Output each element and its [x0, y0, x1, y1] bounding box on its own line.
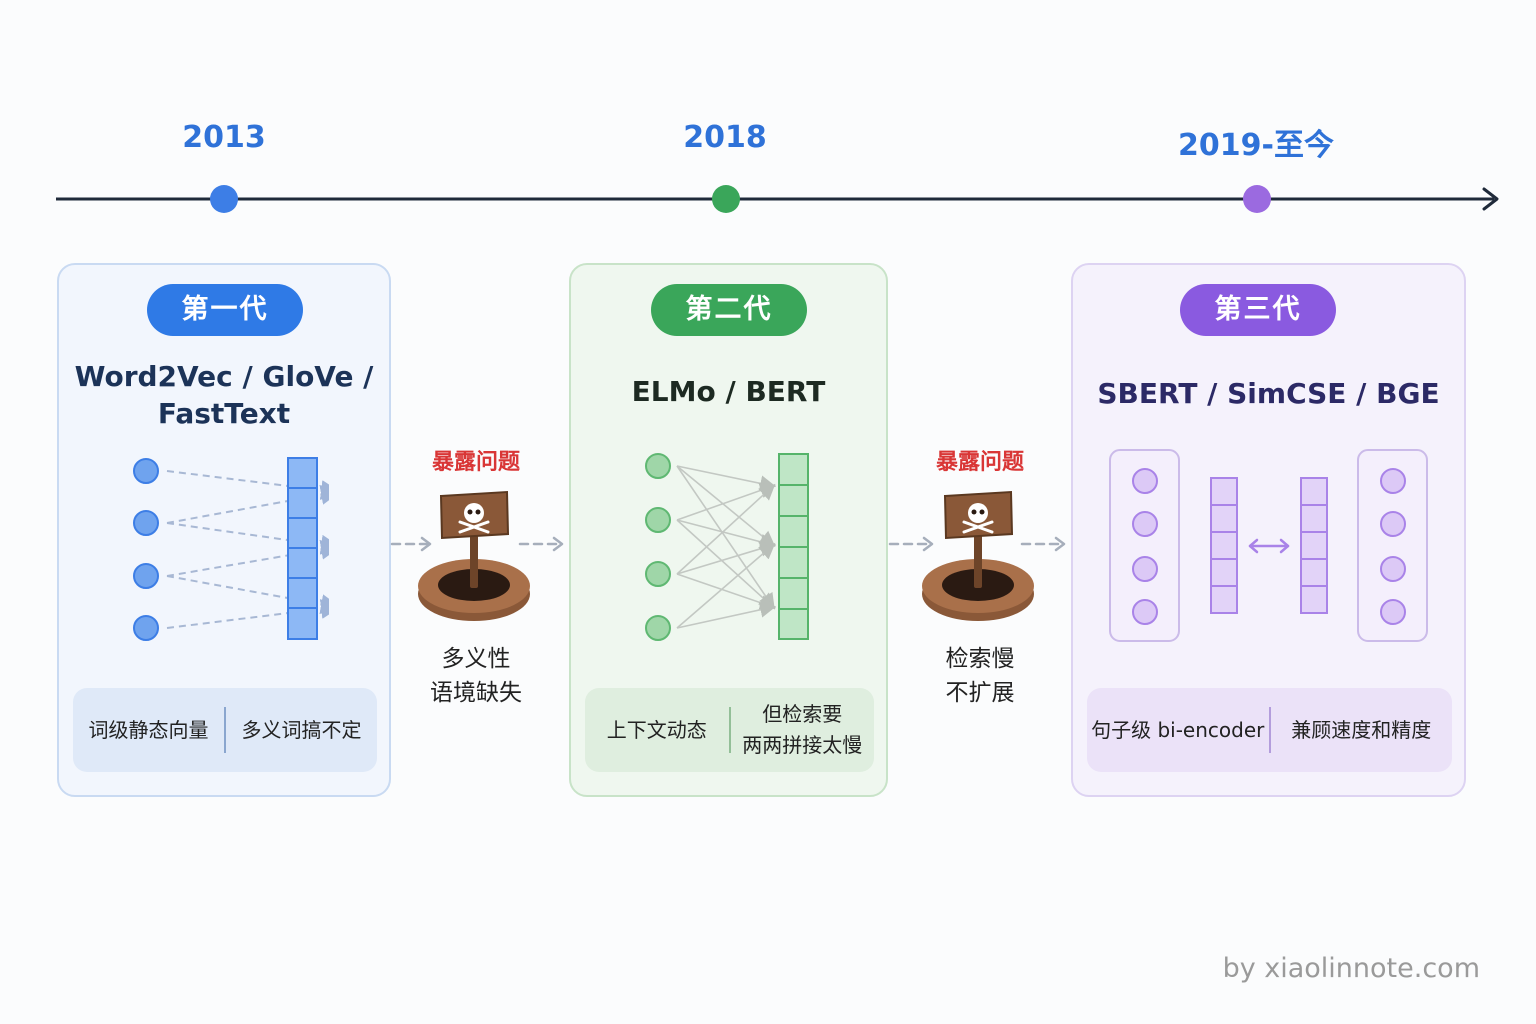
- contextual-embedding-diagram: [645, 453, 777, 641]
- generation-title-line1: Word2Vec / GloVe /: [74, 360, 374, 393]
- mapping-arrow: [166, 599, 329, 629]
- token-node: [1132, 556, 1158, 582]
- problem-label-1: 暴露问题: [431, 450, 520, 475]
- generation-card-1: 第一代 Word2Vec / GloVe / FastText: [57, 263, 391, 797]
- sentence-a-box: [1109, 449, 1180, 642]
- problem-desc-line2: 不扩展: [945, 680, 1015, 706]
- timeline-axis: [56, 185, 1499, 213]
- vector-column: [287, 457, 318, 640]
- token-node: [1380, 556, 1406, 582]
- problem-desc-line1: 检索慢: [945, 646, 1015, 672]
- token-node: [645, 561, 671, 587]
- generation-summary: 句子级 bi-encoder 兼顾速度和精度: [1087, 688, 1452, 772]
- token-node: [1380, 599, 1406, 625]
- arrow-head-icon: [922, 536, 934, 552]
- credit-watermark: by xiaolinnote.com: [1222, 953, 1480, 984]
- summary-right: 多义词搞不定: [241, 717, 362, 742]
- summary-left: 上下文动态: [606, 717, 707, 742]
- problem-label-2: 暴露问题: [935, 450, 1024, 475]
- token-node: [645, 615, 671, 641]
- mapping-arrow: [166, 470, 329, 500]
- token-node: [645, 507, 671, 533]
- arrow-head-icon: [552, 536, 564, 552]
- problem-desc-line1: 多义性: [441, 646, 511, 672]
- skull-sign-pit-icon: [418, 490, 530, 621]
- token-node: [1380, 511, 1406, 537]
- summary-right: 兼顾速度和精度: [1291, 717, 1432, 742]
- generation-card-3: 第三代 SBERT / SimCSE / BGE 句: [1071, 263, 1466, 797]
- problem-desc-line2: 语境缺失: [430, 680, 522, 706]
- timeline-dot-2018: [712, 185, 740, 213]
- generation-card-2: 第二代 ELMo / BERT: [569, 263, 888, 797]
- year-label-3: 2019-至今: [1178, 128, 1334, 163]
- similarity-arrow-icon: [1248, 538, 1290, 554]
- mapping-arrow: [166, 522, 329, 555]
- generation-badge: 第三代: [1180, 284, 1336, 336]
- summary-right-line1: 但检索要: [762, 702, 843, 726]
- token-node: [645, 453, 671, 479]
- mapping-arrow: [166, 539, 329, 577]
- summary-left: 句子级 bi-encoder: [1091, 717, 1265, 742]
- generation-title: SBERT / SimCSE / BGE: [1097, 377, 1440, 410]
- summary-divider: [1268, 707, 1271, 753]
- summary-divider: [728, 707, 731, 753]
- timeline-dot-2013: [210, 185, 238, 213]
- word-node: [133, 510, 159, 536]
- token-node: [1132, 468, 1158, 494]
- token-node: [1132, 511, 1158, 537]
- year-label-2: 2018: [683, 120, 767, 155]
- bi-encoder-diagram: [1109, 449, 1428, 642]
- skull-sign-pit-icon: [922, 490, 1034, 621]
- transition-arrows: [390, 536, 1066, 552]
- timeline-dot-2019: [1243, 185, 1271, 213]
- word-node: [133, 563, 159, 589]
- summary-left: 词级静态向量: [88, 717, 209, 742]
- summary-right: 但检索要 两两拼接太慢: [731, 699, 875, 761]
- token-node: [1132, 599, 1158, 625]
- summary-right-line2: 两两拼接太慢: [742, 733, 863, 757]
- word-node: [133, 615, 159, 641]
- generation-title: ELMo / BERT: [631, 375, 826, 408]
- word-node: [133, 458, 159, 484]
- year-label-1: 2013: [182, 120, 266, 155]
- generation-title: Word2Vec / GloVe / FastText: [59, 358, 389, 432]
- sentence-b-box: [1357, 449, 1428, 642]
- generation-summary: 词级静态向量 多义词搞不定: [73, 688, 377, 772]
- arrow-head-icon: [420, 536, 432, 552]
- problem-desc-1: 多义性 语境缺失: [406, 642, 546, 710]
- summary-divider: [224, 707, 226, 753]
- generation-badge: 第二代: [651, 284, 807, 336]
- generation-title-line2: FastText: [157, 397, 291, 430]
- generation-summary: 上下文动态 但检索要 两两拼接太慢: [585, 688, 874, 772]
- token-node: [1380, 468, 1406, 494]
- generation-badge: 第一代: [147, 284, 303, 336]
- problem-desc-2: 检索慢 不扩展: [910, 642, 1050, 710]
- timeline-arrow-icon: [1482, 187, 1499, 211]
- vector-column: [778, 453, 809, 640]
- arrow-head-icon: [1054, 536, 1066, 552]
